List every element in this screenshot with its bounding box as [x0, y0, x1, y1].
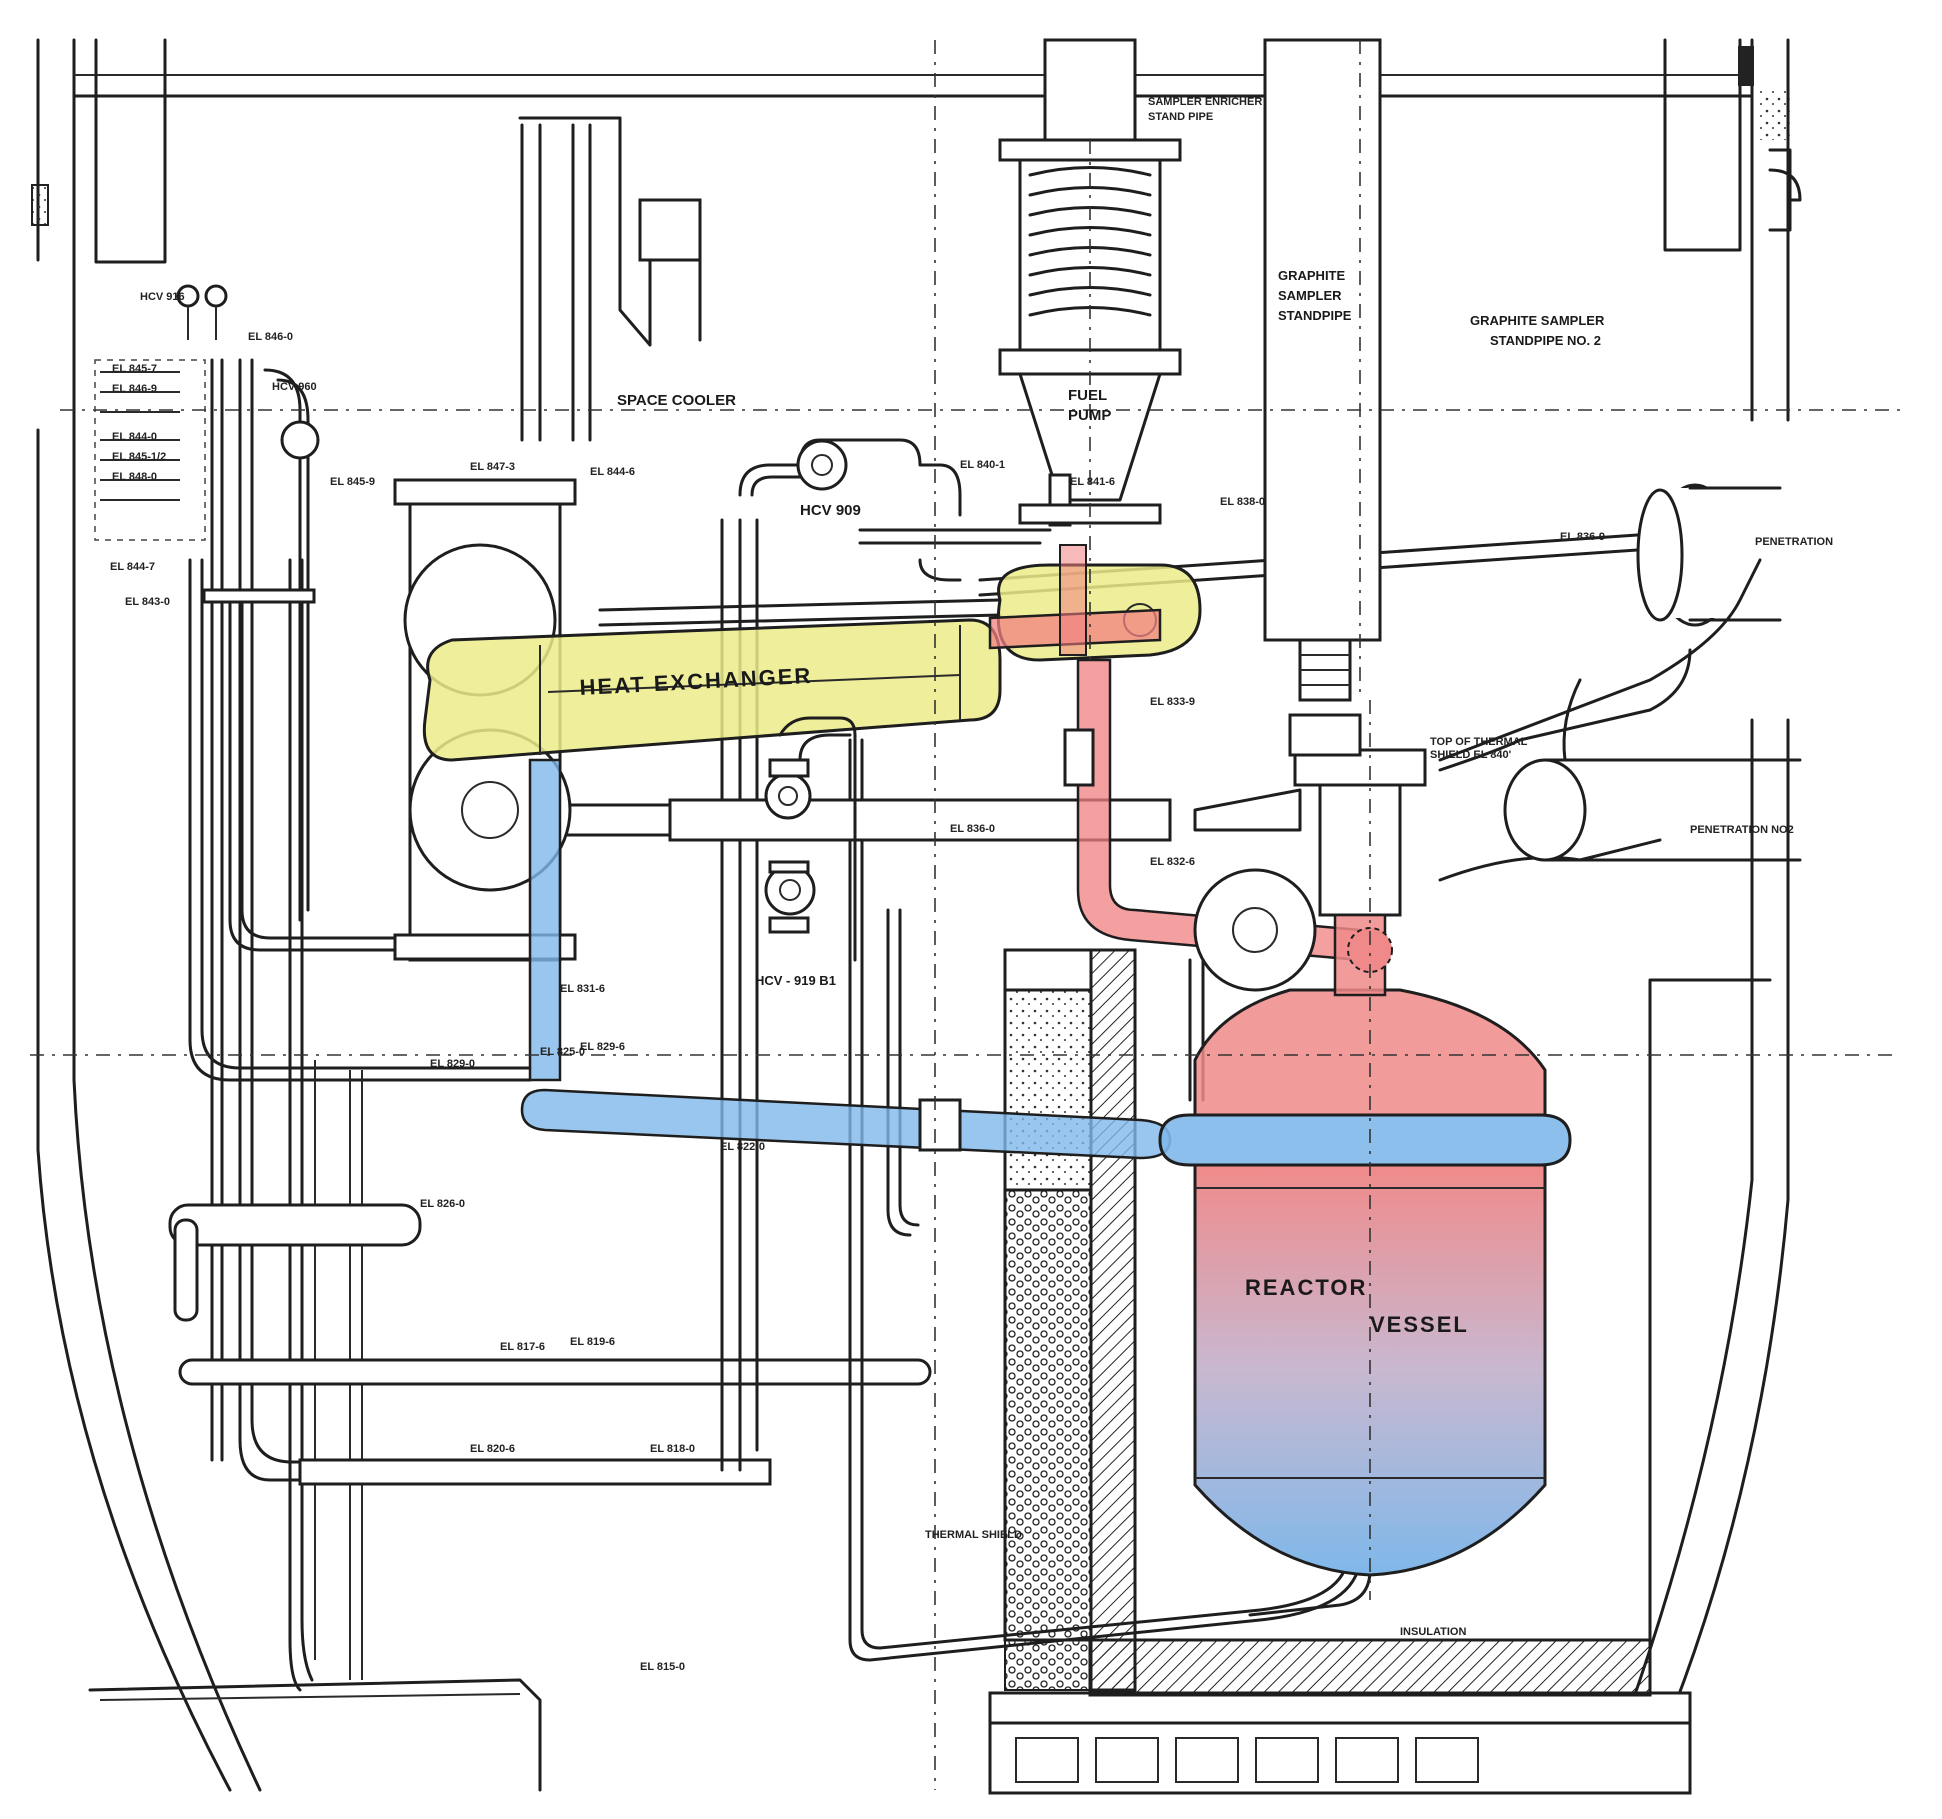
reactor-vessel-label-line2: VESSEL	[1370, 1312, 1469, 1337]
space-cooler-label: SPACE COOLER	[617, 392, 736, 409]
top-of-thermal-shield-line1: TOP OF THERMAL	[1430, 736, 1528, 748]
elevation-callout: EL 833-9	[1150, 696, 1195, 708]
cold-leg-heat-exchanger-to-reactor	[520, 758, 1572, 1167]
fuel-pump-label-line1: FUEL	[1068, 387, 1107, 404]
elevation-callout: EL 836-0	[950, 823, 995, 835]
elevation-callout: EL 844-7	[110, 561, 155, 573]
graphite-sampler-label-line2: SAMPLER	[1278, 288, 1342, 303]
elevation-callout: EL 846-0	[248, 331, 293, 343]
graphite-sampler-no2-label-line2: STANDPIPE NO. 2	[1490, 333, 1601, 348]
penetration-right	[1438, 483, 1802, 882]
elevation-callout: EL 822-0	[720, 1141, 765, 1153]
fuel-pump	[996, 38, 1202, 662]
elevation-callout: EL 845-1/2	[112, 451, 166, 463]
elevation-callout: EL 818-0	[650, 1443, 695, 1455]
sampler-enricher-label-line1: SAMPLER ENRICHER	[1148, 96, 1262, 108]
reactor-vessel	[1193, 700, 1547, 1600]
heat-exchanger-shell	[422, 618, 1002, 762]
reactor-vessel-label-line1: REACTOR	[1245, 1275, 1367, 1300]
penetration-2-label: PENETRATION NO2	[1690, 824, 1794, 836]
elevation-callout: EL 844-6	[590, 466, 635, 478]
elevation-callout: EL 829-6	[580, 1041, 625, 1053]
hcv-916-label: HCV 916	[140, 291, 185, 303]
elevation-callout: EL 845-9	[330, 476, 375, 488]
thermal-shield-label: THERMAL SHIELD	[925, 1529, 1022, 1541]
fuel-pump-label-line2: PUMP	[1068, 407, 1111, 424]
reactor-drive-wheel	[1193, 788, 1317, 992]
elevation-callout: EL 829-0	[430, 1058, 475, 1070]
piping-network	[168, 116, 1712, 1692]
graphite-sampler-label-line1: GRAPHITE	[1278, 268, 1346, 283]
floor-structure	[88, 978, 1772, 1795]
hcv-919-label: HCV - 919 B1	[755, 973, 836, 988]
elevation-callout: EL 826-0	[420, 1198, 465, 1210]
left-valve-cluster	[94, 284, 320, 541]
elevation-callout: EL 846-9	[112, 383, 157, 395]
elevation-callout: EL 819-6	[570, 1336, 615, 1348]
elevation-callout: EL 848-0	[112, 471, 157, 483]
elevation-callout: EL 840-1	[960, 459, 1005, 471]
elevation-callouts: EL 846-0 EL 845-7 EL 846-9 EL 844-0 EL 845-1…	[110, 331, 1605, 1673]
elevation-callout: EL 838-0	[1220, 496, 1265, 508]
elevation-callout: EL 836-9	[1560, 531, 1605, 543]
penetration-label: PENETRATION	[1755, 536, 1833, 548]
elevation-callout: EL 847-3	[470, 461, 515, 473]
graphite-sampler-standpipe	[1263, 38, 1382, 757]
elevation-callout: EL 843-0	[125, 596, 170, 608]
diagram-labels: HEAT EXCHANGER REACTOR VESSEL SPACE COOL…	[140, 96, 1833, 1638]
elevation-callout: EL 845-7	[112, 363, 157, 375]
elevation-callout: EL 831-6	[560, 983, 605, 995]
reactor-cell-walls	[31, 38, 1802, 1792]
elevation-callout: EL 820-6	[470, 1443, 515, 1455]
graphite-sampler-label-line3: STANDPIPE	[1278, 308, 1352, 323]
heat-exchanger	[393, 478, 1002, 962]
hcv-909-label: HCV 909	[800, 502, 861, 519]
center-valves	[764, 439, 852, 934]
elevation-callout: EL 817-6	[500, 1341, 545, 1353]
hot-leg-pump-to-heat-exchanger	[988, 544, 1162, 656]
insulation-label: INSULATION	[1400, 1626, 1466, 1638]
elevation-callout: EL 825-0	[540, 1046, 585, 1058]
top-of-thermal-shield-line2: SHIELD EL 840'	[1430, 749, 1512, 761]
elevation-callout: EL 832-6	[1150, 856, 1195, 868]
center-lines	[30, 40, 1900, 1790]
elevation-callout: EL 815-0	[640, 1661, 685, 1673]
graphite-sampler-no2-label-line1: GRAPHITE SAMPLER	[1470, 313, 1605, 328]
sampler-enricher-label-line2: STAND PIPE	[1148, 111, 1213, 123]
hcv-960-label: HCV 960	[272, 381, 317, 393]
elevation-callout: EL 844-0	[112, 431, 157, 443]
elevation-callout: EL 841-6	[1070, 476, 1115, 488]
thermal-shield-wall	[1003, 948, 1137, 1692]
